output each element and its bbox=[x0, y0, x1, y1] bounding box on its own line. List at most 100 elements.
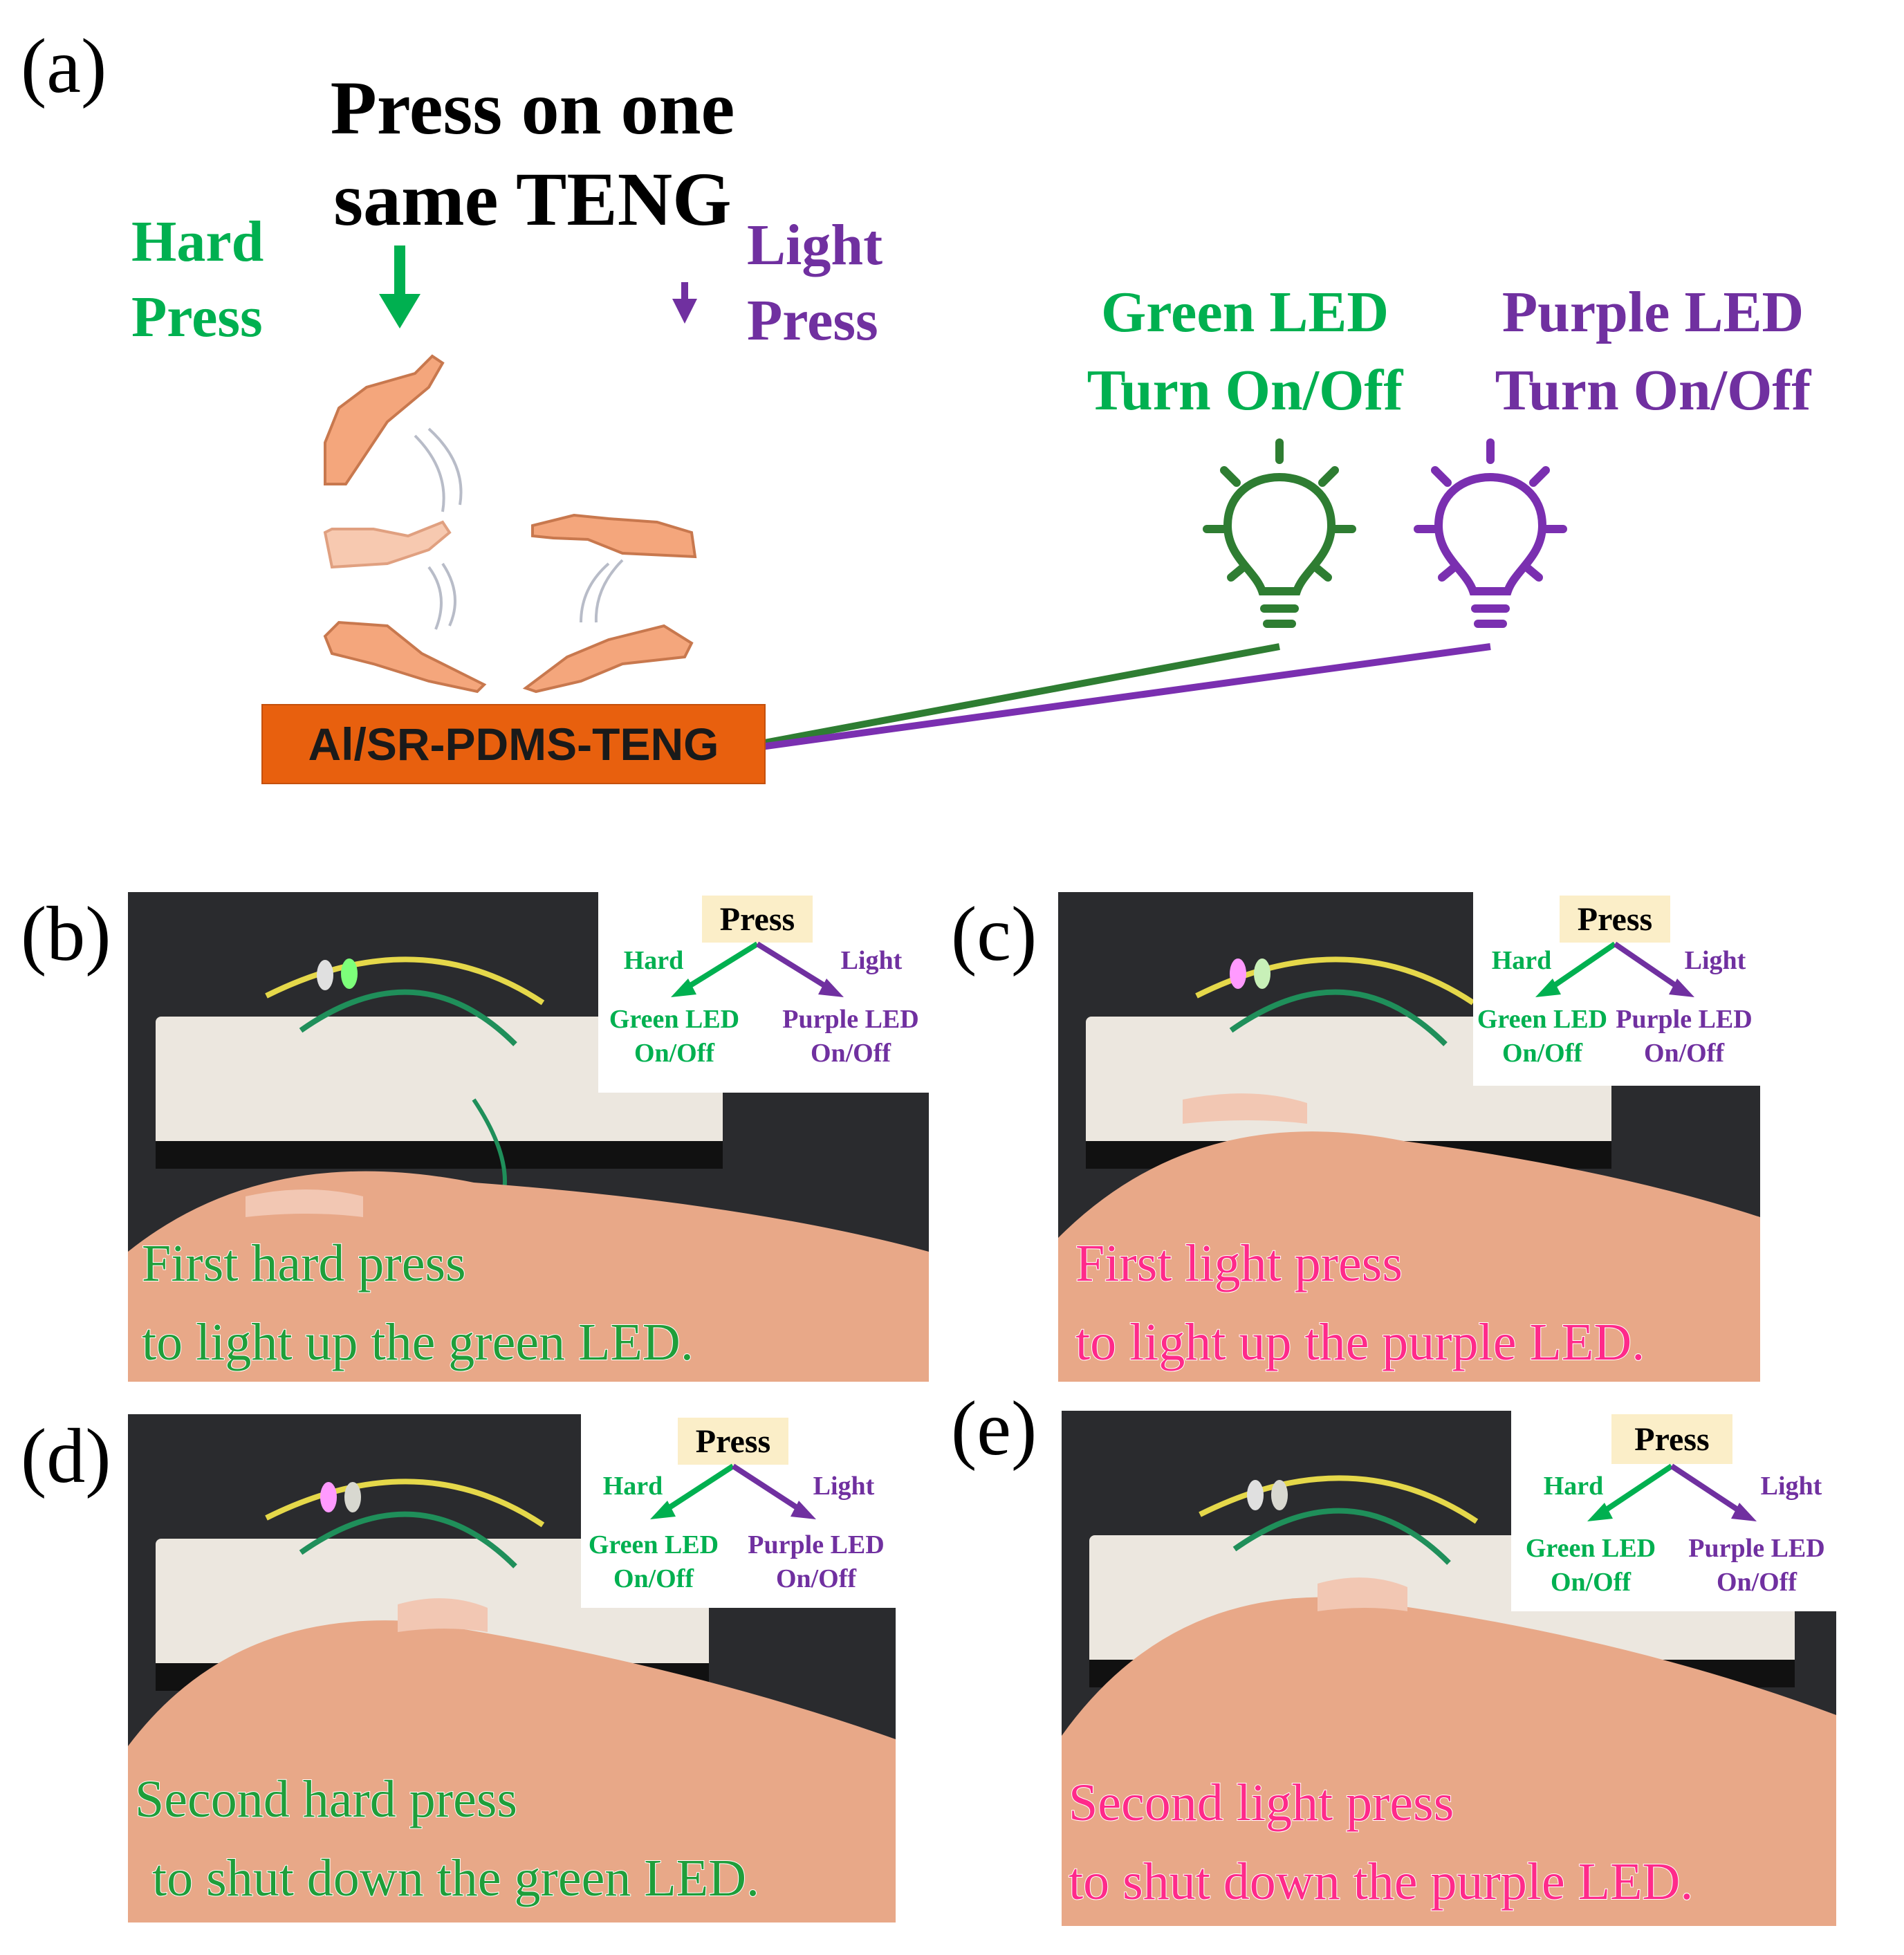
panel-c-label: (c) bbox=[951, 891, 1037, 977]
legend-purple-line-2: On/Off bbox=[1716, 1568, 1797, 1597]
panel-d-label: (d) bbox=[21, 1414, 111, 1499]
legend-purple-line-1: Purple LED bbox=[1688, 1534, 1825, 1563]
legend-purple-led: Purple LED On/Off bbox=[1608, 1003, 1760, 1071]
legend-green-line-1: Green LED bbox=[1525, 1534, 1656, 1563]
panel-a-label: (a) bbox=[21, 24, 107, 109]
hand-icon bbox=[324, 354, 445, 485]
panel-c-caption: First light press to light up the purple… bbox=[1075, 1224, 1645, 1382]
legend-press: Press bbox=[1560, 896, 1670, 943]
motion-lines bbox=[414, 427, 624, 630]
purple-led-line-2: Turn On/Off bbox=[1495, 358, 1811, 423]
caption-line-2: to shut down the purple LED. bbox=[1068, 1852, 1694, 1911]
title-line-1: Press on one bbox=[330, 66, 735, 150]
legend-press: Press bbox=[702, 896, 813, 943]
legend-purple-led: Purple LED On/Off bbox=[771, 1003, 929, 1071]
legend-green-line-1: Green LED bbox=[1477, 1005, 1608, 1034]
legend-hard: Hard bbox=[623, 946, 684, 975]
caption-line-2: to light up the green LED. bbox=[141, 1313, 694, 1372]
legend-green-line-2: On/Off bbox=[613, 1564, 694, 1594]
panel-b-label: (b) bbox=[21, 891, 111, 977]
hard-press-line-1: Hard bbox=[131, 210, 264, 274]
panel-d-caption: Second hard press to shut down the green… bbox=[134, 1760, 760, 1918]
led-icon bbox=[1254, 958, 1270, 989]
legend-purple-led: Purple LED On/Off bbox=[1677, 1532, 1836, 1600]
panel-a-graphics bbox=[323, 245, 1567, 750]
legend-purple-line-2: On/Off bbox=[1643, 1039, 1725, 1068]
led-icon bbox=[1247, 1480, 1264, 1510]
arrow-down-icon bbox=[672, 282, 697, 324]
led-icon bbox=[344, 1482, 361, 1512]
legend-hard: Hard bbox=[1543, 1472, 1604, 1501]
led-icon bbox=[317, 960, 333, 990]
legend-purple-line-1: Purple LED bbox=[782, 1005, 919, 1034]
green-led-label: Green LED Turn On/Off bbox=[1051, 273, 1439, 430]
title-line-2: same TENG bbox=[333, 157, 732, 241]
light-press-label: Light Press bbox=[747, 207, 882, 358]
purple-wire bbox=[760, 643, 1491, 750]
led-icon bbox=[1230, 958, 1246, 989]
hand-icon bbox=[323, 520, 452, 569]
legend-green-led: Green LED On/Off bbox=[1473, 1003, 1611, 1071]
legend-green-line-2: On/Off bbox=[1501, 1039, 1583, 1068]
panel-d-legend: Press Hard Light Green LED On/Off Purple… bbox=[581, 1414, 896, 1608]
green-wire bbox=[760, 643, 1280, 747]
breadboard-scene bbox=[128, 892, 929, 1382]
legend-hard: Hard bbox=[1491, 946, 1552, 975]
legend-green-led: Green LED On/Off bbox=[598, 1003, 750, 1071]
lightbulb-icon bbox=[1203, 438, 1356, 628]
panel-c-photo: Press Hard Light Green LED On/Off Purple… bbox=[1058, 892, 1760, 1382]
panel-c-legend: Press Hard Light Green LED On/Off Purple… bbox=[1473, 892, 1760, 1086]
legend-light: Light bbox=[840, 946, 903, 975]
legend-purple-line-2: On/Off bbox=[810, 1039, 891, 1068]
legend-hard: Hard bbox=[602, 1472, 663, 1501]
legend-purple-line-2: On/Off bbox=[775, 1564, 857, 1594]
caption-line-1: First hard press bbox=[141, 1234, 467, 1293]
legend-light: Light bbox=[813, 1472, 875, 1501]
legend-press: Press bbox=[678, 1418, 788, 1465]
legend-green-line-2: On/Off bbox=[1550, 1568, 1632, 1597]
panel-e-photo: Press Hard Light Green LED On/Off Purple… bbox=[1062, 1411, 1836, 1926]
caption-line-1: Second light press bbox=[1068, 1773, 1454, 1833]
panel-e-label: (e) bbox=[951, 1386, 1037, 1472]
legend-purple-led: Purple LED On/Off bbox=[737, 1528, 896, 1597]
legend-green-led: Green LED On/Off bbox=[1511, 1532, 1670, 1600]
caption-line-1: First light press bbox=[1075, 1234, 1403, 1293]
legend-purple-line-1: Purple LED bbox=[1616, 1005, 1753, 1034]
led-icon bbox=[320, 1482, 337, 1512]
panel-e-legend: Press Hard Light Green LED On/Off Purple… bbox=[1511, 1411, 1836, 1611]
arrow-diagonal-icon bbox=[671, 941, 844, 997]
arrow-down-icon bbox=[379, 245, 420, 328]
legend-purple-line-1: Purple LED bbox=[748, 1530, 885, 1559]
breadboard-scene bbox=[128, 1414, 896, 1922]
hand-icon bbox=[522, 624, 694, 694]
light-press-line-1: Light bbox=[747, 213, 883, 277]
caption-line-2: to light up the purple LED. bbox=[1075, 1313, 1645, 1372]
panel-b-photo: Press Hard Light Green LED On/Off Purple… bbox=[128, 892, 929, 1382]
hand-icon bbox=[323, 620, 487, 694]
panel-d-photo: Press Hard Light Green LED On/Off Purple… bbox=[128, 1414, 896, 1922]
panel-b-legend: Press Hard Light Green LED On/Off Purple… bbox=[598, 892, 929, 1093]
legend-green-line-2: On/Off bbox=[634, 1039, 715, 1068]
green-led-line-2: Turn On/Off bbox=[1087, 358, 1403, 423]
hard-press-label: Hard Press bbox=[131, 204, 264, 355]
arrow-diagonal-icon bbox=[1587, 1463, 1757, 1521]
panel-b-caption: First hard press to light up the green L… bbox=[141, 1224, 694, 1382]
panel-e-caption: Second light press to shut down the purp… bbox=[1068, 1763, 1694, 1921]
legend-green-led: Green LED On/Off bbox=[581, 1528, 726, 1597]
green-led-line-1: Green LED bbox=[1100, 280, 1389, 344]
hard-press-line-2: Press bbox=[131, 285, 263, 350]
lightbulb-icon bbox=[1414, 438, 1567, 628]
caption-line-1: Second hard press bbox=[134, 1770, 518, 1829]
arrow-diagonal-icon bbox=[650, 1463, 816, 1519]
legend-green-line-1: Green LED bbox=[588, 1530, 719, 1559]
led-icon bbox=[341, 958, 358, 989]
legend-light: Light bbox=[1684, 946, 1746, 975]
light-press-line-2: Press bbox=[747, 288, 878, 353]
led-icon bbox=[1271, 1480, 1288, 1510]
purple-led-line-1: Purple LED bbox=[1501, 280, 1804, 344]
legend-green-line-1: Green LED bbox=[609, 1005, 740, 1034]
teng-device: Al/SR-PDMS-TENG bbox=[261, 704, 766, 784]
arrow-diagonal-icon bbox=[1535, 941, 1694, 997]
legend-light: Light bbox=[1760, 1472, 1822, 1501]
